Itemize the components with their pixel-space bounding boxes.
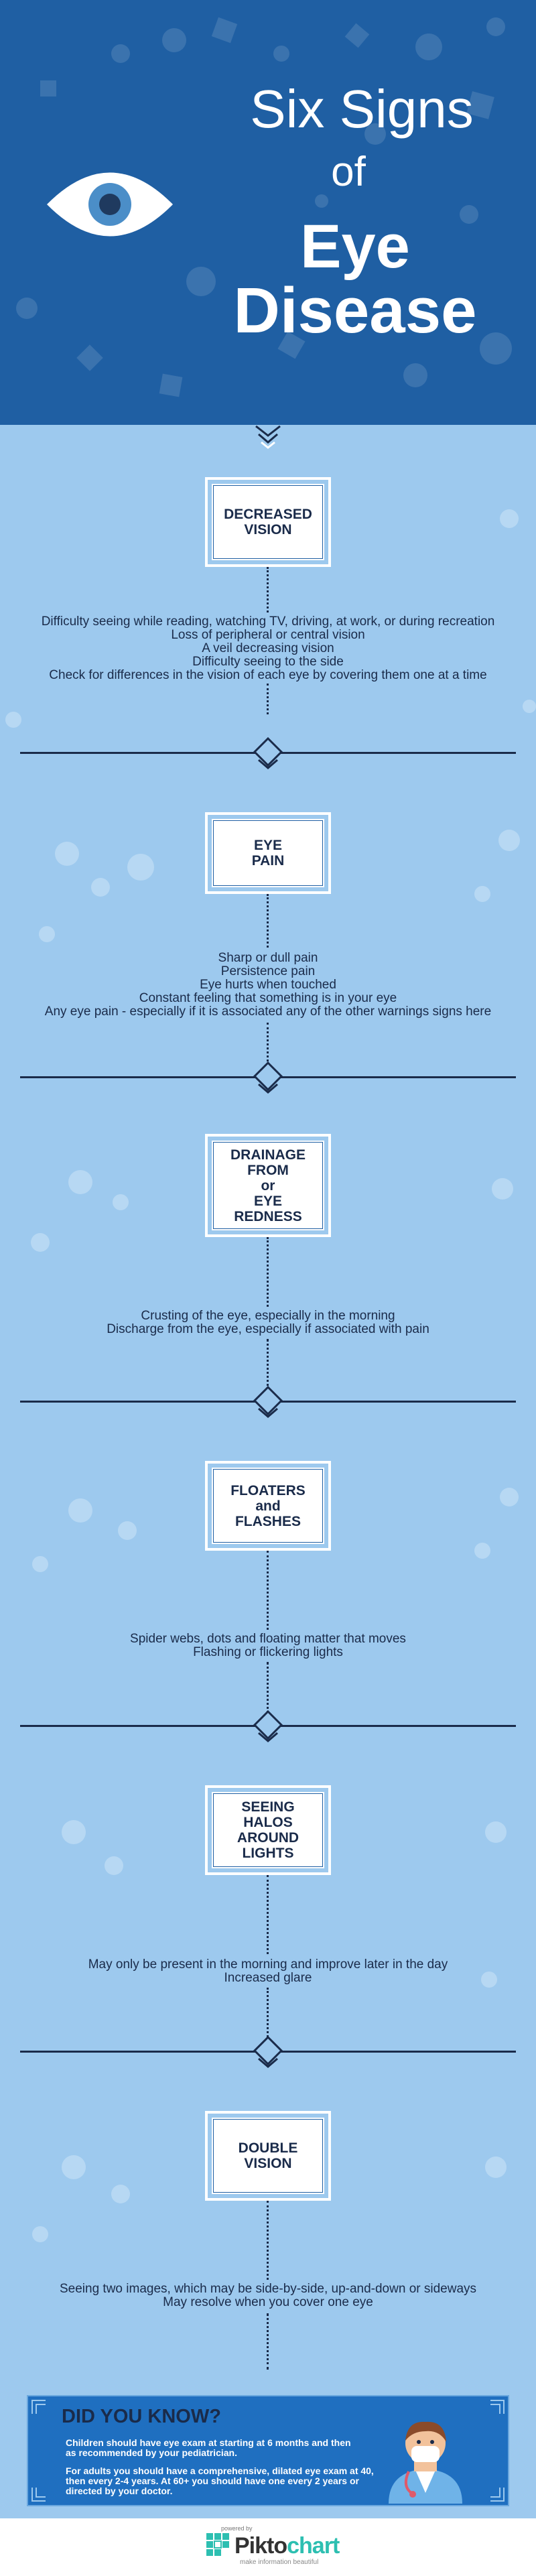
diamond-connector-icon (253, 2036, 283, 2068)
dotted-connector (267, 1988, 269, 2049)
description-line: Difficulty seeing to the side (192, 655, 344, 669)
dotted-connector (267, 2313, 269, 2370)
diamond-connector-icon (253, 1710, 283, 1742)
section-label-floaters-flashes: FLOATERS and FLASHES (206, 1462, 330, 1549)
piktochart-logo-icon[interactable] (206, 2533, 229, 2559)
description-line: May only be present in the morning and i… (88, 1957, 448, 1972)
section-label-double-vision: DOUBLE VISION (206, 2112, 330, 2199)
did-you-know-box: DID YOU KNOW? Children should have eye e… (27, 2395, 509, 2506)
section-description: Difficulty seeing while reading, watchin… (0, 615, 536, 682)
description-line: Seeing two images, which may be side-by-… (59, 2282, 477, 2296)
dotted-connector (267, 2201, 269, 2280)
description-line: Difficulty seeing while reading, watchin… (41, 615, 495, 629)
powered-by-label: powered by (221, 2525, 253, 2532)
label-frame (205, 1461, 331, 1551)
piktochart-brand[interactable]: Piktochart (234, 2533, 340, 2559)
section-label-eye-pain: EYE PAIN (206, 814, 330, 893)
corner-ornament-icon (490, 2400, 505, 2414)
description-line: A veil decreasing vision (202, 641, 334, 655)
description-line: Constant feeling that something is in yo… (139, 991, 397, 1005)
dotted-connector (267, 1339, 269, 1399)
label-frame (205, 1134, 331, 1237)
description-line: Persistence pain (220, 964, 316, 978)
title-line-1: Six Signs (250, 79, 474, 139)
eye-icon (47, 172, 173, 237)
dotted-connector (267, 1875, 269, 1954)
doctor-icon (389, 2421, 462, 2504)
description-line: Sharp or dull pain (218, 951, 318, 965)
did-you-know-title: DID YOU KNOW? (62, 2406, 221, 2427)
section-description: Seeing two images, which may be side-by-… (0, 2282, 536, 2309)
brand-part1: Pikto (234, 2533, 287, 2559)
did-you-know-paragraph: For adults you should have a comprehensi… (66, 2465, 374, 2496)
corner-ornament-icon (31, 2400, 46, 2414)
description-line: Discharge from the eye, especially if as… (107, 1322, 429, 1336)
header-banner: Six Signs of Eye Disease (0, 0, 536, 425)
section-description: May only be present in the morning and i… (0, 1958, 536, 1985)
dotted-connector (267, 1237, 269, 1307)
label-frame (205, 477, 331, 567)
description-line: Increased glare (224, 1971, 312, 1985)
section-label-decreased-vision: DECREASED VISION (206, 478, 330, 566)
corner-ornament-icon (490, 2488, 505, 2502)
dotted-connector (267, 1551, 269, 1630)
dotted-connector (267, 567, 269, 613)
footer: powered by Piktochart make information b… (0, 2518, 536, 2576)
label-frame (205, 1785, 331, 1875)
section-label-seeing-halos: SEEING HALOS AROUND LIGHTS (206, 1787, 330, 1874)
section-description: Spider webs, dots and floating matter th… (0, 1632, 536, 1659)
brand-part2: chart (287, 2533, 340, 2559)
dotted-connector (267, 1662, 269, 1722)
label-frame (205, 812, 331, 894)
dotted-connector (267, 684, 269, 714)
corner-ornament-icon (31, 2488, 46, 2502)
description-line: Flashing or flickering lights (193, 1645, 343, 1659)
description-line: Crusting of the eye, especially in the m… (141, 1309, 395, 1323)
description-line: Loss of peripheral or central vision (171, 628, 365, 642)
chevron-down-icon (255, 425, 281, 449)
description-line: May resolve when you cover one eye (163, 2295, 373, 2309)
dotted-connector (267, 894, 269, 948)
description-line: Check for differences in the vision of e… (49, 668, 487, 682)
did-you-know-paragraph: Children should have eye exam at startin… (66, 2437, 351, 2458)
title-line-3: Eye (300, 212, 410, 281)
title-line-2: of (331, 149, 366, 195)
description-line: Any eye pain - especially if it is assoc… (44, 1005, 492, 1019)
description-line: Spider webs, dots and floating matter th… (130, 1632, 406, 1646)
diamond-connector-icon (253, 737, 283, 769)
dotted-connector (267, 1023, 269, 1074)
description-line: Eye hurts when touched (200, 978, 336, 992)
section-label-drainage-redness: DRAINAGE FROM or EYE REDNESS (206, 1135, 330, 1236)
title-line-4: Disease (233, 275, 477, 346)
diamond-connector-icon (253, 1386, 283, 1418)
diamond-connector-icon (253, 1061, 283, 1094)
section-description: Sharp or dull pain Persistence pain Eye … (0, 952, 536, 1019)
section-description: Crusting of the eye, especially in the m… (0, 1309, 536, 1336)
label-frame (205, 2111, 331, 2201)
decorative-pattern (16, 17, 512, 397)
brand-tagline: make information beautiful (240, 2559, 319, 2566)
